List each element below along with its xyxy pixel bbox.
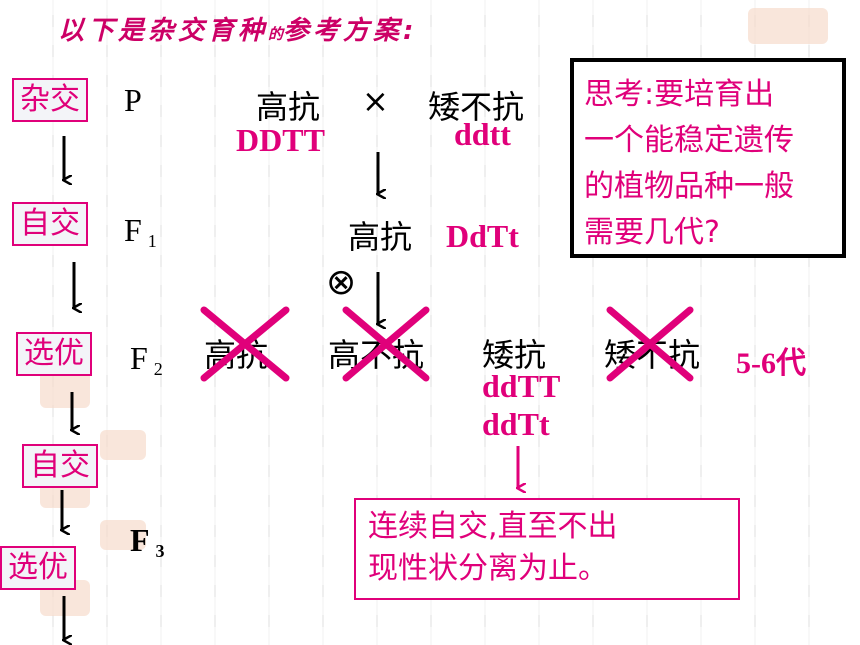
- f2-genotype-ddTt: ddTt: [482, 406, 550, 442]
- page-title: 以下是杂交育种的参考方案:: [58, 16, 418, 46]
- parent-right-phenotype: 矮不抗: [428, 88, 525, 126]
- think-line: 需要几代?: [584, 215, 720, 250]
- generation-p: P: [124, 82, 142, 118]
- f2-phenotype-short-resistant: 矮抗: [482, 336, 547, 374]
- f1-phenotype: 高抗: [348, 218, 413, 256]
- parent-right-genotype: ddtt: [454, 116, 511, 152]
- think-question-box: 思考:要培育出 一个能稳定遗传 的植物品种一般 需要几代?: [570, 58, 846, 258]
- eliminate-cross-2: [342, 306, 430, 382]
- f1-genotype: DdTt: [446, 218, 519, 254]
- think-line: 思考:要培育出: [584, 77, 775, 112]
- f2-genotype-ddTT: ddTT: [482, 368, 561, 404]
- cross-symbol: ×: [362, 82, 389, 120]
- answer-generations: 5-6代: [736, 347, 806, 380]
- stage-selfing-2: 自交: [22, 444, 98, 488]
- conclusion-note-box: 连续自交,直至不出 现性状分离为止。: [354, 498, 740, 600]
- selfing-symbol: ⊗: [326, 262, 357, 303]
- eliminate-cross-3: [606, 306, 694, 382]
- note-line: 连续自交,直至不出: [368, 509, 618, 544]
- watermark-seal: [100, 520, 146, 550]
- think-line: 的植物品种一般: [584, 169, 794, 204]
- think-line: 一个能稳定遗传: [584, 123, 794, 158]
- note-line: 现性状分离为止。: [368, 551, 608, 586]
- watermark-seal: [40, 370, 90, 408]
- stage-selfing: 自交: [12, 202, 88, 246]
- parent-left-phenotype: 高抗: [256, 88, 321, 126]
- eliminate-cross-1: [200, 306, 290, 382]
- stage-select: 选优: [16, 332, 92, 376]
- stage-cross: 杂交: [12, 78, 88, 122]
- watermark-seal: [748, 8, 828, 44]
- parent-left-genotype: DDTT: [236, 122, 325, 158]
- stage-select-2: 选优: [0, 546, 76, 590]
- watermark-seal: [100, 430, 146, 460]
